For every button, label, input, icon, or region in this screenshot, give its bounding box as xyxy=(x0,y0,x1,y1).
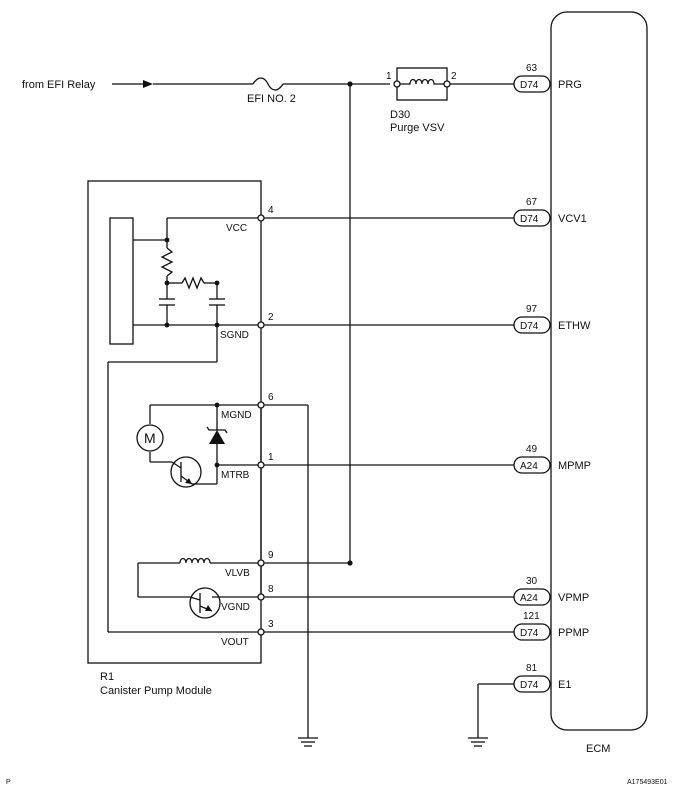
svg-text:3: 3 xyxy=(268,619,274,630)
svg-text:63: 63 xyxy=(526,63,538,74)
fuse-label: EFI NO. 2 xyxy=(247,93,296,105)
svg-text:9: 9 xyxy=(268,550,274,561)
module-code: R1 xyxy=(100,671,114,683)
svg-text:97: 97 xyxy=(526,304,538,315)
ecm-box xyxy=(550,11,648,731)
svg-text:VGND: VGND xyxy=(221,602,250,613)
module-box xyxy=(87,180,262,664)
svg-text:4: 4 xyxy=(268,205,274,216)
valve-transistor-icon xyxy=(189,587,221,619)
svg-text:VOUT: VOUT xyxy=(221,637,249,648)
ecm-label: ECM xyxy=(586,743,610,755)
module-terminal-vcc: 4 VCC xyxy=(226,205,274,234)
svg-text:VCV1: VCV1 xyxy=(558,213,587,225)
svg-text:30: 30 xyxy=(526,576,538,587)
svg-text:E1: E1 xyxy=(558,679,571,691)
ground-icon xyxy=(298,737,318,747)
module-terminal-vlvb: 9 VLVB xyxy=(225,550,274,579)
svg-text:D74: D74 xyxy=(520,628,539,639)
vsv-code: D30 xyxy=(390,109,410,121)
module-name: Canister Pump Module xyxy=(100,685,212,697)
svg-text:PRG: PRG xyxy=(558,79,582,91)
svg-text:121: 121 xyxy=(523,611,540,622)
source-label: from EFI Relay xyxy=(22,79,96,91)
pressure-sensor xyxy=(109,217,134,345)
svg-text:1: 1 xyxy=(268,452,274,463)
module-terminal-sgnd: 2 SGND xyxy=(220,312,274,341)
svg-text:81: 81 xyxy=(526,663,538,674)
ecm-terminal-vcv1: D74 67 VCV1 xyxy=(513,197,587,227)
svg-text:MPMP: MPMP xyxy=(558,460,591,472)
svg-text:D74: D74 xyxy=(520,214,539,225)
ground-icon xyxy=(468,737,488,747)
module-terminal-vout: 3 VOUT xyxy=(221,619,274,648)
module-terminal-mgnd: 6 MGND xyxy=(221,392,274,421)
ecm-terminal-mpmp: A24 49 MPMP xyxy=(513,444,591,474)
svg-text:VCC: VCC xyxy=(226,223,247,234)
svg-text:6: 6 xyxy=(268,392,274,403)
svg-text:D74: D74 xyxy=(520,321,539,332)
coil-icon xyxy=(400,78,444,85)
resistor-icon xyxy=(160,247,174,277)
vsv-pin-out-label: 2 xyxy=(451,71,457,82)
valve-coil-icon xyxy=(179,557,211,564)
capacitor-icon xyxy=(159,298,175,306)
svg-text:D74: D74 xyxy=(520,680,539,691)
module-terminal-mtrb: 1 MTRB xyxy=(221,452,274,481)
figure-id: A175493E01 xyxy=(627,779,668,786)
motor-transistor-icon xyxy=(170,456,202,488)
svg-text:MTRB: MTRB xyxy=(221,470,250,481)
vsv-pin-in-label: 1 xyxy=(386,71,392,82)
svg-text:PPMP: PPMP xyxy=(558,627,589,639)
fuse-icon xyxy=(252,77,284,91)
capacitor-icon xyxy=(209,298,225,306)
svg-text:SGND: SGND xyxy=(220,330,249,341)
svg-text:A24: A24 xyxy=(520,593,538,604)
ecm-terminal-ethw: D74 97 ETHW xyxy=(513,304,591,334)
vsv-pin-1 xyxy=(393,80,401,88)
zener-diode-icon xyxy=(206,426,228,444)
vsv-name: Purge VSV xyxy=(390,122,445,134)
svg-text:A24: A24 xyxy=(520,461,538,472)
ecm-terminal-e1: D74 81 E1 xyxy=(513,663,571,693)
svg-text:49: 49 xyxy=(526,444,538,455)
corner-label: P xyxy=(6,779,11,786)
vsv-pin-2 xyxy=(443,80,451,88)
motor-icon xyxy=(136,424,164,452)
svg-text:ETHW: ETHW xyxy=(558,320,591,332)
svg-text:8: 8 xyxy=(268,584,274,595)
ecm-terminal-vpmp: A24 30 VPMP xyxy=(513,576,589,606)
svg-text:67: 67 xyxy=(526,197,538,208)
resistor-icon xyxy=(181,276,205,290)
motor-symbol: M xyxy=(144,430,156,446)
svg-text:VLVB: VLVB xyxy=(225,568,250,579)
module-terminal-vgnd: 8 VGND xyxy=(221,584,274,613)
svg-text:VPMP: VPMP xyxy=(558,592,589,604)
arrow-right-icon xyxy=(143,80,153,88)
ecm-terminal-prg: D74 63 PRG xyxy=(513,63,582,93)
svg-text:MGND: MGND xyxy=(221,410,252,421)
ecm-terminal-ppmp: D74 121 PPMP xyxy=(513,611,589,641)
junction-dot xyxy=(347,560,353,566)
svg-text:D74: D74 xyxy=(520,80,539,91)
svg-text:2: 2 xyxy=(268,312,274,323)
